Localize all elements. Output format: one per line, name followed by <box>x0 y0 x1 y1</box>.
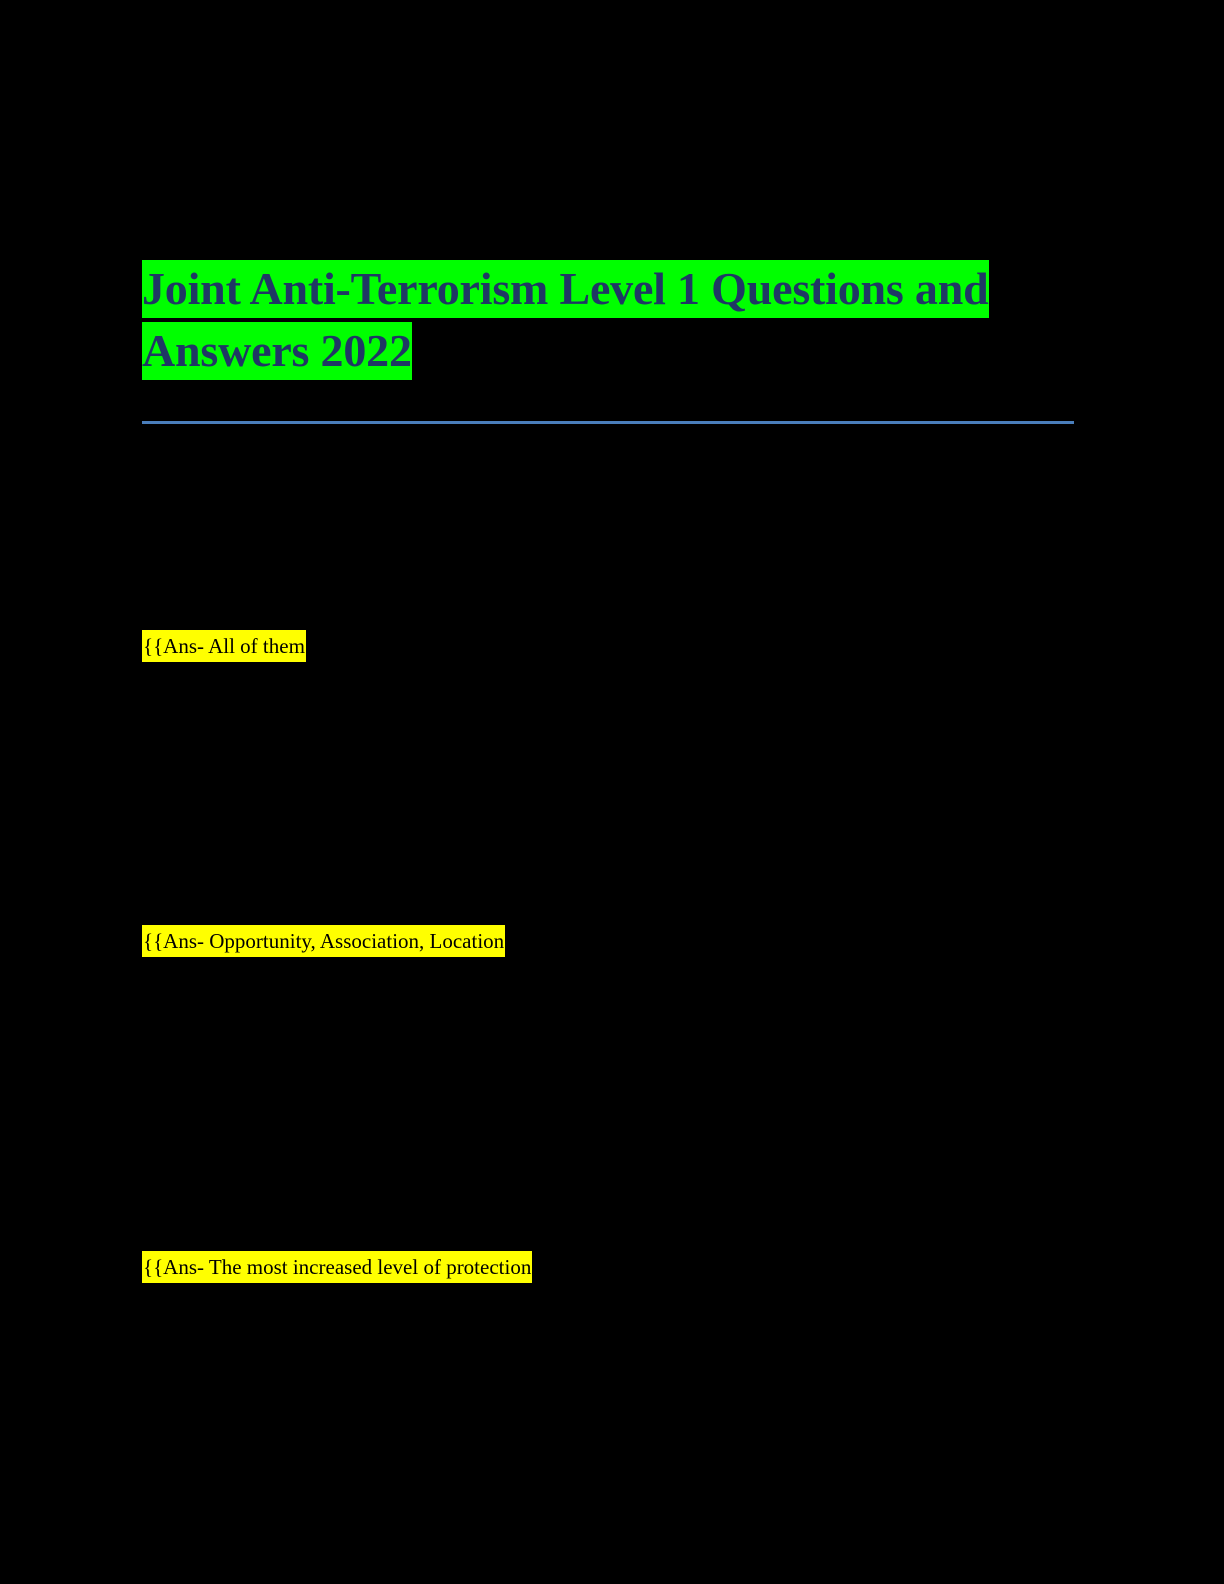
answer-1-highlight: {{Ans- All of them <box>142 630 306 662</box>
page-title: Joint Anti-Terrorism Level 1 Questions a… <box>142 258 1082 382</box>
answer-line-1: {{Ans- All of them <box>142 630 306 662</box>
answer-3-highlight: {{Ans- The most increased level of prote… <box>142 1251 533 1283</box>
title-divider <box>142 421 1074 424</box>
answer-line-2: {{Ans- Opportunity, Association, Locatio… <box>142 925 506 957</box>
answer-line-3: {{Ans- The most increased level of prote… <box>142 1251 533 1283</box>
page-title-highlight: Joint Anti-Terrorism Level 1 Questions a… <box>142 260 989 380</box>
answer-2-highlight: {{Ans- Opportunity, Association, Locatio… <box>142 925 506 957</box>
